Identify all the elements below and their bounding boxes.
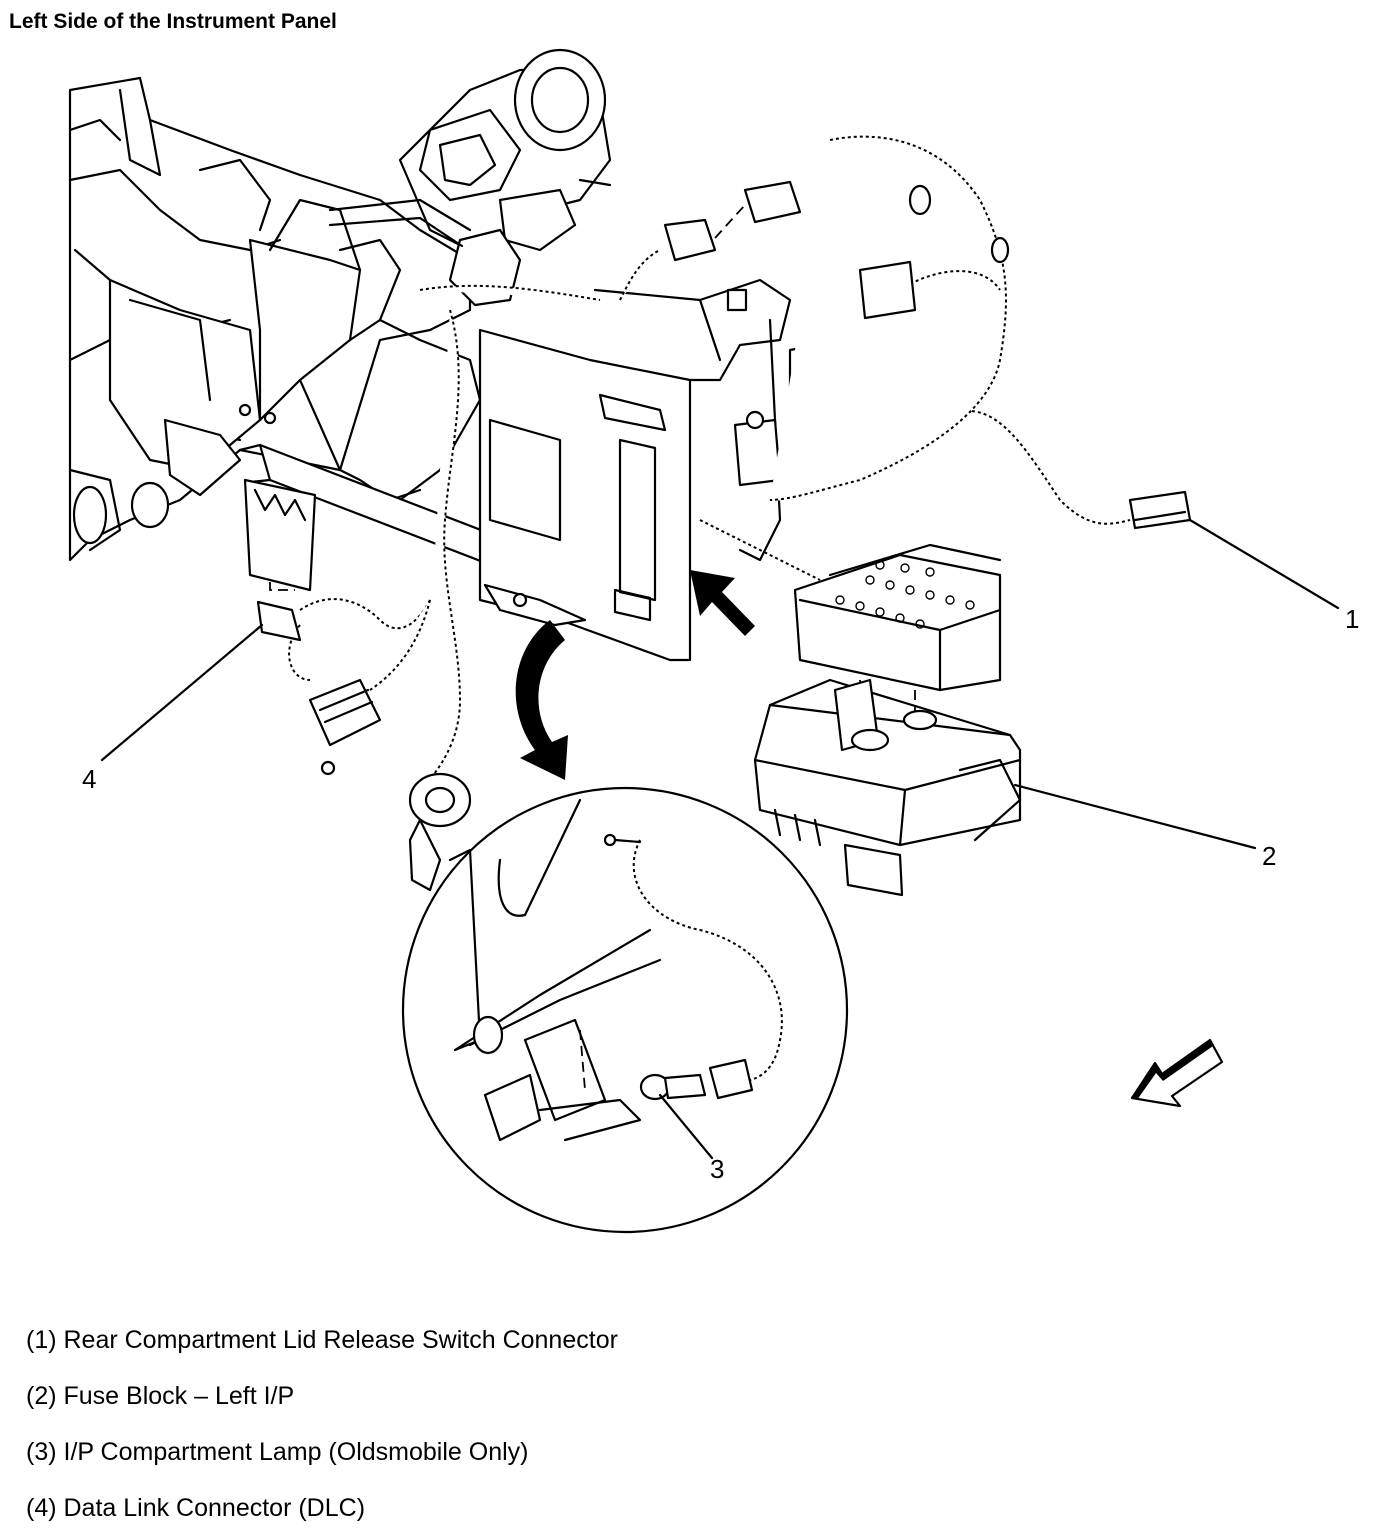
callout-1-number: 1	[1345, 604, 1359, 634]
legend-item-3: (3) I/P Compartment Lamp (Oldsmobile Onl…	[26, 1438, 529, 1466]
callout-leaders	[100, 518, 1340, 1160]
instrument-panel-illustration: 1 2 3 4	[68, 48, 1359, 1234]
install-direction-arrows	[515, 570, 755, 780]
callout-3-number: 3	[710, 1154, 724, 1184]
ip-carrier-structure	[68, 76, 542, 582]
callout-legend: (1) Rear Compartment Lid Release Switch …	[26, 1312, 618, 1536]
callout-4-number: 4	[82, 764, 96, 794]
legend-item-4: (4) Data Link Connector (DLC)	[26, 1494, 366, 1522]
detail-view-circle	[401, 786, 849, 1234]
callout-2-number: 2	[1262, 841, 1276, 871]
legend-item-1: (1) Rear Compartment Lid Release Switch …	[26, 1326, 618, 1354]
steering-column-assembly	[328, 48, 612, 307]
wiring-harness	[288, 135, 1131, 791]
diagram-title: Left Side of the Instrument Panel	[9, 10, 337, 33]
fuse-block	[753, 543, 1022, 897]
fuse-cavities	[835, 560, 975, 629]
harness-connectors	[243, 180, 1192, 892]
legend-item-2: (2) Fuse Block – Left I/P	[26, 1382, 295, 1410]
forward-direction-arrow	[1130, 1038, 1224, 1108]
